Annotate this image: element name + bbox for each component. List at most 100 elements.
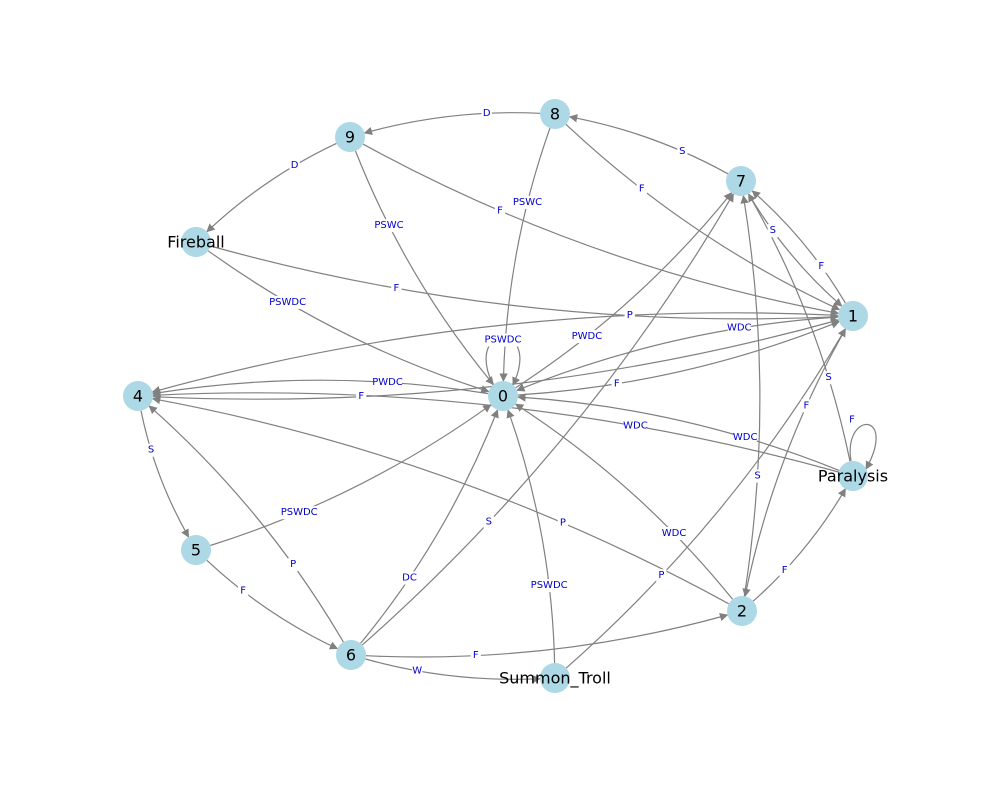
- node-circle: [181, 227, 211, 257]
- edge-4-to-5: [140, 410, 190, 538]
- edge-8-to-9: [363, 112, 541, 136]
- edge-label-background: [767, 224, 778, 238]
- edge-label: P: [627, 310, 633, 321]
- edge-9-to-0: [354, 150, 494, 386]
- node-circle: [727, 596, 757, 626]
- edge-label: PSWDC: [531, 580, 568, 591]
- edge-label-background: [656, 569, 667, 583]
- edge-label: F: [393, 283, 399, 294]
- edge-label: P: [560, 517, 566, 528]
- node-summon-troll: Summon_Troll: [499, 663, 611, 693]
- edge-label-background: [779, 564, 790, 578]
- edge-5-to-0: [210, 404, 492, 547]
- edge-1-to-4: [151, 312, 839, 395]
- edge-label: S: [679, 146, 685, 157]
- edge-paralysis-to-7: [747, 193, 851, 462]
- edge-label: F: [358, 391, 364, 402]
- edge-5-to-6: [206, 559, 339, 650]
- edge-labels-layer: PSWDCFPWDCPWDCWDCFPFWDCPSFFSPSWDCFDCFPSW…: [145, 106, 858, 678]
- edge-label-background: [356, 390, 367, 404]
- node-fireball: Fireball: [167, 227, 225, 257]
- node-0: 0: [488, 381, 518, 411]
- edge-label: F: [497, 205, 503, 216]
- edge-9-to-1: [362, 143, 840, 317]
- node-4: 4: [123, 381, 153, 411]
- edge-label: S: [825, 372, 831, 383]
- edge-label: F: [818, 261, 824, 272]
- edge-label-background: [470, 649, 481, 663]
- edge-fireball-to-0: [207, 250, 490, 394]
- edge-2-to-paralysis: [752, 488, 846, 602]
- node-2: 2: [727, 596, 757, 626]
- edge-label-background: [494, 204, 506, 218]
- edge-1-to-7: [751, 190, 846, 304]
- edge-label-background: [374, 219, 404, 233]
- edge-label: S: [148, 445, 154, 456]
- edge-6-to-4: [148, 405, 344, 643]
- edge-label-background: [512, 195, 543, 209]
- edge-label-background: [801, 399, 812, 413]
- edge-label: S: [486, 517, 492, 528]
- edge-6-to-0: [360, 409, 499, 644]
- node-1: 1: [838, 301, 868, 331]
- edge-7-to-1: [748, 193, 843, 307]
- node-circle: [123, 381, 153, 411]
- edge-label-background: [823, 371, 834, 385]
- edge-label: P: [290, 559, 296, 570]
- edge-1-to-0: [516, 316, 839, 392]
- node-circle: [181, 535, 211, 565]
- edge-label: WDC: [733, 432, 758, 443]
- edge-label: F: [639, 184, 645, 195]
- edge-label-background: [401, 571, 418, 585]
- edge-2-to-7: [740, 194, 761, 597]
- edge-label: PSWDC: [281, 507, 318, 518]
- node-5: 5: [181, 535, 211, 565]
- edge-label-background: [611, 377, 622, 391]
- node-label: Fireball: [167, 233, 224, 252]
- node-8: 8: [540, 99, 570, 129]
- edge-label: F: [473, 650, 479, 661]
- edge-label-background: [412, 664, 423, 678]
- node-label: 6: [346, 646, 356, 665]
- edge-label-background: [816, 259, 827, 273]
- edge-7-to-8: [568, 114, 729, 175]
- edge-label: S: [770, 225, 776, 236]
- edge-summon-troll-to-0: [506, 409, 556, 664]
- edge-label-background: [624, 419, 647, 433]
- edge-label-background: [846, 413, 858, 427]
- edge-label: PSWDC: [485, 335, 522, 346]
- node-circle: [540, 99, 570, 129]
- edge-label-background: [481, 106, 492, 120]
- edge-label: PSWDC: [269, 297, 306, 308]
- edge-label: P: [658, 570, 664, 581]
- edge-8-to-1: [565, 123, 841, 311]
- edge-label-background: [662, 526, 686, 540]
- edge-label: WDC: [727, 323, 752, 334]
- edge-label-background: [483, 515, 494, 529]
- edge-8-to-0: [499, 127, 551, 382]
- edge-label-background: [391, 281, 402, 295]
- node-label: 1: [848, 307, 858, 326]
- edge-1-to-2: [742, 328, 847, 598]
- node-label: 4: [133, 387, 143, 406]
- edge-label-background: [572, 330, 602, 344]
- edge-label: F: [804, 400, 810, 411]
- edge-label: F: [614, 378, 620, 389]
- node-label: 2: [737, 602, 747, 621]
- node-label: 5: [191, 541, 201, 560]
- edge-label-background: [289, 159, 300, 173]
- edge-0-to-7: [515, 192, 733, 389]
- node-circle: [726, 166, 756, 196]
- node-6: 6: [336, 640, 366, 670]
- edge-2-to-4: [151, 395, 730, 605]
- edge-paralysis-to-0: [517, 393, 840, 471]
- node-7: 7: [726, 166, 756, 196]
- edge-label-background: [145, 443, 157, 457]
- edge-label-background: [269, 295, 306, 309]
- edge-6-to-2: [365, 612, 729, 658]
- node-circle: [838, 461, 868, 491]
- edge-label: F: [240, 586, 246, 597]
- edge-label-background: [281, 506, 317, 520]
